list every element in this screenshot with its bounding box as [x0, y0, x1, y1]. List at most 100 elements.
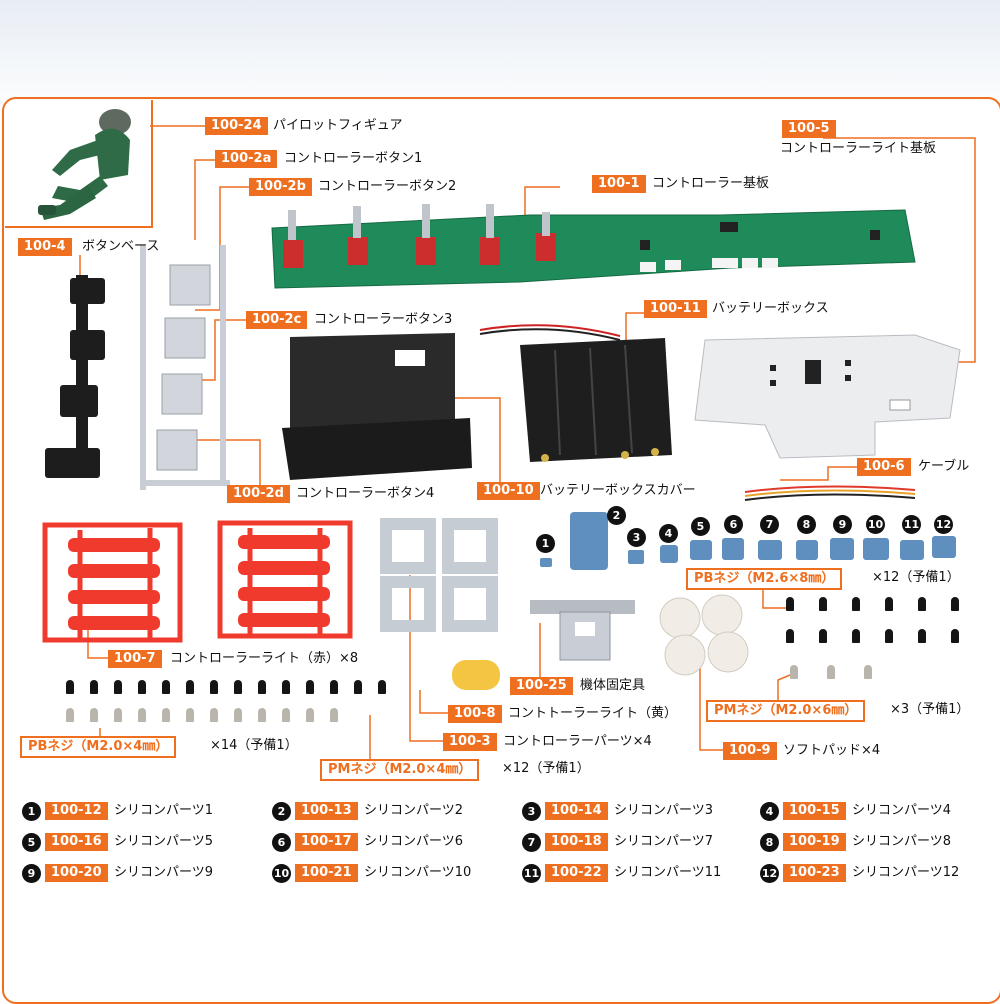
screw-pb204-icon — [186, 680, 194, 694]
tag-100-3: 100-3 — [443, 733, 497, 751]
tag-100-25: 100-25 — [510, 677, 573, 695]
screw-pb26-icon — [819, 597, 827, 611]
legend-code-8: 100-19 — [783, 833, 846, 851]
legend-num-8: 8 — [760, 833, 779, 852]
screw-pm204-icon — [258, 708, 266, 722]
tag-100-6: 100-6 — [857, 458, 911, 476]
screw-pb26-icon — [786, 629, 794, 643]
screw-pm204-icon — [114, 708, 122, 722]
screw-pm204-icon — [330, 708, 338, 722]
silicone-mark-9: 9 — [833, 515, 852, 534]
screw-pb204-icon — [330, 680, 338, 694]
screw-pm204-icon — [186, 708, 194, 722]
legend-num-10: 10 — [272, 864, 291, 883]
legend-num-1: 1 — [22, 802, 41, 821]
silicone-mark-6: 6 — [724, 515, 743, 534]
legend-code-4: 100-15 — [783, 802, 846, 820]
label-controller-button-1: コントローラーボタン1 — [284, 151, 423, 166]
pilot-inset-frame — [5, 100, 153, 228]
label-red-lights: コントローラーライト（赤）×8 — [170, 651, 359, 666]
tag-100-7: 100-7 — [108, 650, 162, 668]
screw-label-pb204: PBネジ（M2.0×4㎜） — [20, 736, 177, 758]
light-board-icon — [694, 334, 961, 459]
legend-name-6: シリコンパーツ6 — [364, 834, 464, 849]
screw-pm204-icon — [234, 708, 242, 722]
screw-pb26-icon — [918, 597, 926, 611]
button-sprue-icon — [140, 245, 230, 490]
label-controller-button-4: コントローラーボタン4 — [296, 486, 435, 501]
screw-pb204-icon — [114, 680, 122, 694]
legend-code-5: 100-16 — [45, 833, 108, 851]
screw-qty-pb26: ×12（予備1） — [872, 570, 960, 585]
screw-qty-pm204: ×12（予備1） — [502, 761, 590, 776]
legend-name-2: シリコンパーツ2 — [364, 803, 464, 818]
screw-pb26-icon — [819, 629, 827, 643]
tag-100-9: 100-9 — [723, 742, 777, 760]
tag-100-2d: 100-2d — [227, 485, 290, 503]
label-controller-button-2: コントローラーボタン2 — [318, 179, 457, 194]
cable-icon — [744, 485, 916, 501]
screw-pm204-icon — [90, 708, 98, 722]
screw-pm206-icon — [827, 665, 835, 679]
label-battery-box: バッテリーボックス — [712, 301, 829, 316]
screw-pb204-icon — [234, 680, 242, 694]
controller-board-icon — [271, 204, 916, 289]
label-pilot-figure: パイロットフィギュア — [273, 118, 403, 133]
silicone-mark-1: 1 — [536, 534, 555, 553]
screw-pm204-icon — [282, 708, 290, 722]
legend-name-5: シリコンパーツ5 — [114, 834, 214, 849]
tag-100-10: 100-10 — [477, 482, 540, 500]
label-mount-bracket: 機体固定具 — [580, 678, 646, 693]
legend-name-4: シリコンパーツ4 — [852, 803, 952, 818]
screw-pb204-icon — [306, 680, 314, 694]
legend-name-7: シリコンパーツ7 — [614, 834, 714, 849]
screw-pm204-icon — [162, 708, 170, 722]
screw-pb26-icon — [885, 629, 893, 643]
screw-pb204-icon — [162, 680, 170, 694]
tag-100-2c: 100-2c — [246, 311, 308, 329]
legend-code-6: 100-17 — [295, 833, 358, 851]
button-base-icon — [45, 275, 105, 478]
silicone-mark-5: 5 — [691, 517, 710, 536]
screw-pb204-icon — [282, 680, 290, 694]
tag-100-1: 100-1 — [592, 175, 646, 193]
tag-100-2a: 100-2a — [215, 150, 278, 168]
screw-pm204-icon — [138, 708, 146, 722]
screw-pm204-icon — [210, 708, 218, 722]
screw-pb204-icon — [138, 680, 146, 694]
legend-num-6: 6 — [272, 833, 291, 852]
screw-pb204-icon — [258, 680, 266, 694]
silicone-mark-11: 11 — [902, 515, 921, 534]
screw-pb26-icon — [951, 597, 959, 611]
tag-100-5: 100-5 — [782, 120, 836, 138]
legend-code-3: 100-14 — [545, 802, 608, 820]
legend-num-7: 7 — [522, 833, 541, 852]
screw-pb26-icon — [852, 597, 860, 611]
screw-qty-pb204: ×14（予備1） — [210, 738, 298, 753]
silicone-mark-8: 8 — [797, 515, 816, 534]
screw-pb26-icon — [918, 629, 926, 643]
tag-100-24: 100-24 — [205, 117, 268, 135]
label-button-base: ボタンベース — [82, 239, 160, 254]
screw-label-pm206: PMネジ（M2.0×6㎜） — [706, 700, 866, 722]
legend-num-9: 9 — [22, 864, 41, 883]
label-light-board: コントローラーライト基板 — [780, 141, 937, 156]
legend-num-2: 2 — [272, 802, 291, 821]
screw-pb204-icon — [90, 680, 98, 694]
tag-100-11: 100-11 — [644, 300, 707, 318]
screw-pm206-icon — [790, 665, 798, 679]
legend-num-12: 12 — [760, 864, 779, 883]
legend-name-1: シリコンパーツ1 — [114, 803, 214, 818]
label-controller-board: コントローラー基板 — [652, 176, 770, 191]
battery-cover-icon — [282, 333, 472, 480]
silicone-mark-4: 4 — [659, 524, 678, 543]
legend-code-11: 100-22 — [545, 864, 608, 882]
legend-name-9: シリコンパーツ9 — [114, 865, 214, 880]
silicone-mark-2: 2 — [607, 506, 626, 525]
yellow-light-icon — [452, 660, 500, 690]
silicone-parts-icon — [540, 512, 956, 570]
legend-code-10: 100-21 — [295, 864, 358, 882]
screw-pb26-icon — [885, 597, 893, 611]
legend-num-5: 5 — [22, 833, 41, 852]
legend-code-1: 100-12 — [45, 802, 108, 820]
